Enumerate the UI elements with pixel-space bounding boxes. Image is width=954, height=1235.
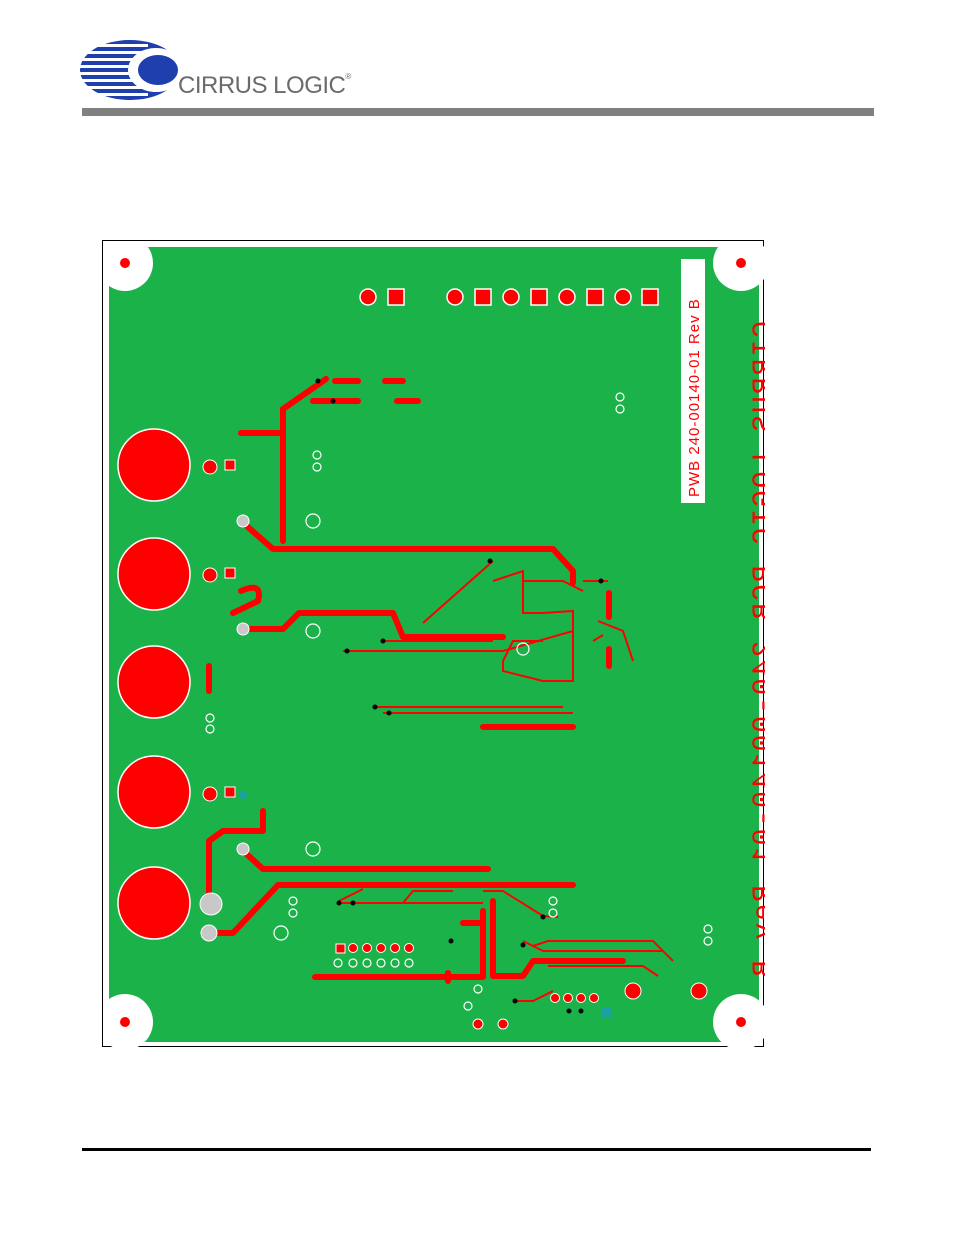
logo-wordmark: CIRRUS LOGIC® xyxy=(178,72,351,99)
svg-text:PWB 240-00140-01 Rev B: PWB 240-00140-01 Rev B xyxy=(686,298,703,497)
header-divider xyxy=(82,108,874,116)
mounting-hole xyxy=(120,1017,130,1027)
mounting-hole xyxy=(120,258,130,268)
footer-divider xyxy=(82,1148,871,1151)
mounting-hole xyxy=(736,1017,746,1027)
mounting-hole xyxy=(736,258,746,268)
cirrus-logic-logo xyxy=(78,40,184,100)
pcb-board xyxy=(109,247,759,1042)
svg-text:CIRRUS LOGIC PCB 240-00140-01: CIRRUS LOGIC PCB 240-00140-01 Rev B xyxy=(749,321,765,979)
pcb-layout-image: PWB 240-00140-01 Rev B CIRRUS LOGIC PCB … xyxy=(102,240,765,1048)
mirrored-silkscreen-text: CIRRUS LOGIC PCB 240-00140-01 Rev B xyxy=(749,321,765,979)
board-label: PWB 240-00140-01 Rev B xyxy=(681,259,705,503)
